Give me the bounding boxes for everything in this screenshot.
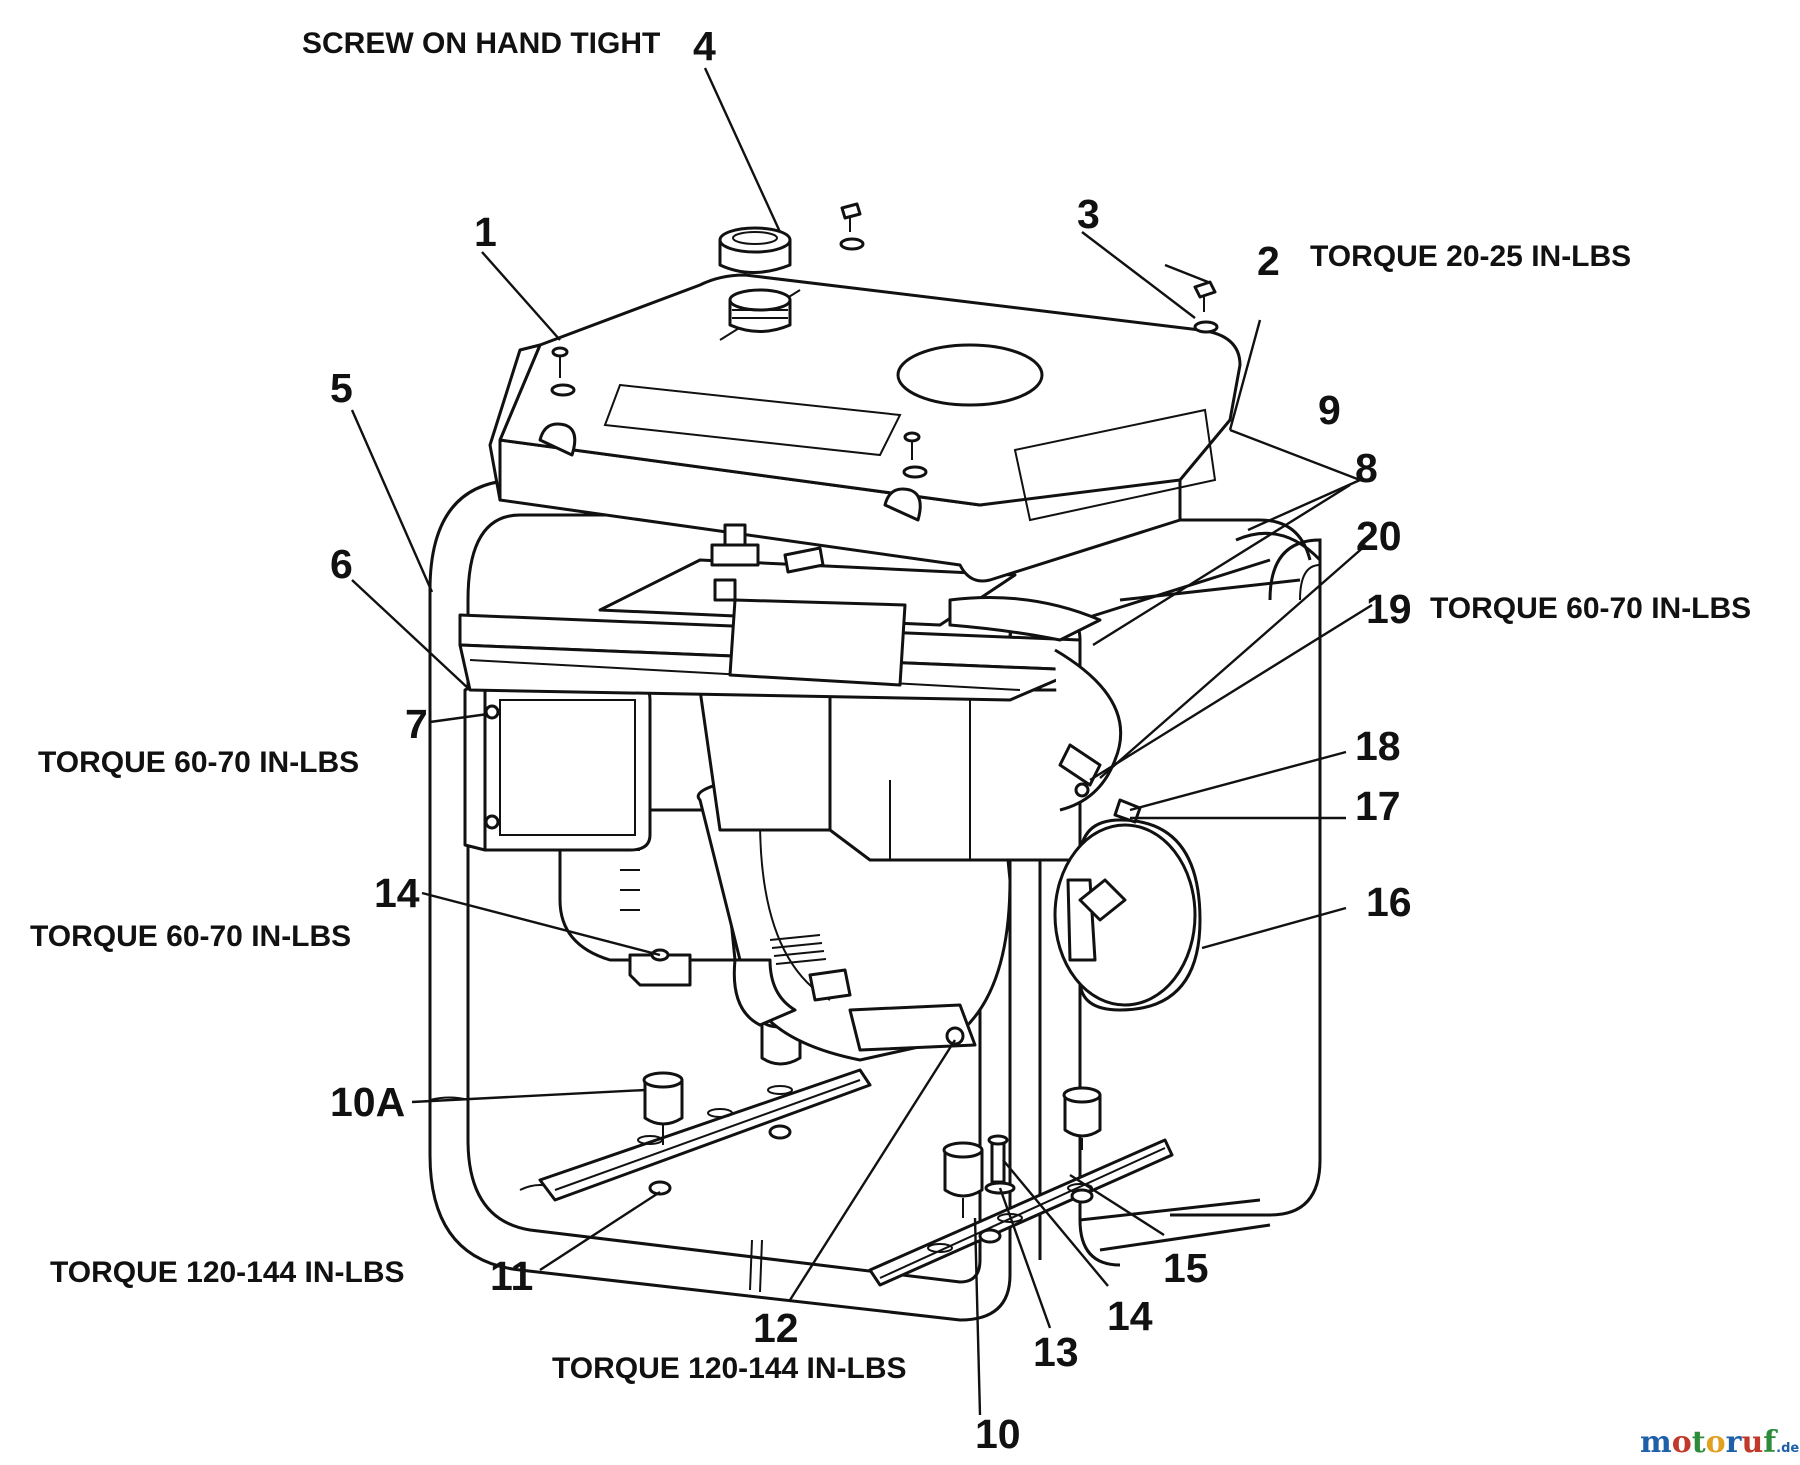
leader-lines bbox=[350, 67, 1373, 1416]
fuel-line bbox=[1054, 648, 1142, 824]
bolt-top bbox=[839, 202, 865, 251]
callout-1: 1 bbox=[474, 209, 497, 255]
fuel-petcock bbox=[710, 523, 825, 602]
bolt-2 bbox=[1193, 280, 1219, 334]
callout-6: 6 bbox=[330, 541, 353, 587]
upper-frame-beam bbox=[458, 558, 1102, 702]
control-panel bbox=[463, 678, 652, 852]
note-torque-item-2: TORQUE 20-25 IN-LBS bbox=[1310, 240, 1631, 273]
callout-2: 2 bbox=[1257, 238, 1280, 284]
base-rails bbox=[538, 1068, 1174, 1287]
callout-4: 4 bbox=[693, 23, 716, 69]
callout-14-top: 14 bbox=[374, 870, 420, 916]
tank-bolts bbox=[550, 346, 928, 479]
callout-11: 11 bbox=[490, 1253, 533, 1299]
note-torque-item-12: TORQUE 120-144 IN-LBS bbox=[552, 1352, 907, 1385]
callout-10a: 10A bbox=[330, 1079, 405, 1125]
engine-body bbox=[558, 688, 1202, 1062]
note-torque-item-19: TORQUE 60-70 IN-LBS bbox=[1430, 592, 1751, 625]
callout-17: 17 bbox=[1355, 783, 1401, 829]
callout-10: 10 bbox=[975, 1411, 1021, 1457]
fuel-tank bbox=[488, 202, 1242, 583]
mount-right bbox=[1062, 1086, 1102, 1150]
callout-8: 8 bbox=[1355, 445, 1378, 491]
torque-notes: SCREW ON HAND TIGHT TORQUE 20-25 IN-LBS … bbox=[30, 27, 1751, 1385]
note-torque-item-7: TORQUE 60-70 IN-LBS bbox=[38, 746, 359, 779]
tube-frame bbox=[428, 478, 1322, 1322]
callout-3: 3 bbox=[1077, 191, 1100, 237]
mount-10 bbox=[942, 1141, 984, 1218]
callout-16: 16 bbox=[1366, 879, 1412, 925]
svg-text:motoruf.de: motoruf.de bbox=[1640, 1425, 1799, 1460]
callout-7: 7 bbox=[405, 701, 428, 747]
note-screw-on-hand-tight: SCREW ON HAND TIGHT bbox=[302, 27, 660, 60]
callout-12: 12 bbox=[753, 1305, 799, 1351]
mount-10a bbox=[642, 1071, 684, 1145]
callout-20: 20 bbox=[1356, 513, 1402, 559]
note-torque-item-11: TORQUE 120-144 IN-LBS bbox=[50, 1256, 405, 1289]
callout-14-bottom: 14 bbox=[1107, 1293, 1153, 1339]
callout-numbers: 1 2 3 4 5 6 7 8 9 20 19 18 17 16 14 10A … bbox=[330, 23, 1412, 1457]
callout-18: 18 bbox=[1355, 723, 1401, 769]
watermark-logo: motoruf.de bbox=[1640, 1425, 1799, 1460]
callout-19: 19 bbox=[1366, 586, 1412, 632]
callout-5: 5 bbox=[330, 365, 353, 411]
callout-15: 15 bbox=[1163, 1245, 1209, 1291]
callout-13: 13 bbox=[1033, 1329, 1079, 1375]
callout-9: 9 bbox=[1318, 387, 1341, 433]
note-torque-item-14: TORQUE 60-70 IN-LBS bbox=[30, 920, 351, 953]
vibration-mounts bbox=[642, 1011, 1102, 1218]
